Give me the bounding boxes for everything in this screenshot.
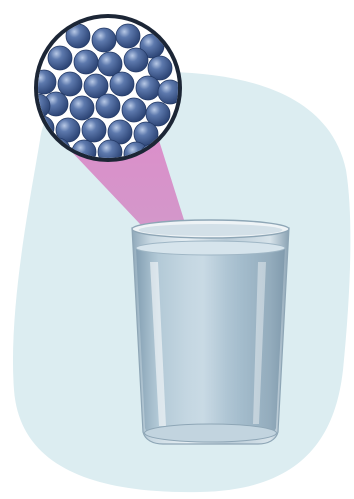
particle bbox=[110, 72, 134, 96]
particle bbox=[48, 46, 72, 70]
glass-rim-inner bbox=[139, 224, 283, 236]
particle bbox=[124, 48, 148, 72]
particle bbox=[122, 98, 146, 122]
particle bbox=[96, 94, 120, 118]
glass-of-water-icon bbox=[132, 220, 289, 444]
water-surface bbox=[136, 241, 285, 255]
particle bbox=[136, 76, 160, 100]
particle bbox=[82, 118, 106, 142]
particle bbox=[70, 96, 94, 120]
particle bbox=[58, 72, 82, 96]
glass-base bbox=[145, 424, 277, 442]
particle bbox=[74, 50, 98, 74]
particle bbox=[116, 24, 140, 48]
particle bbox=[92, 28, 116, 52]
